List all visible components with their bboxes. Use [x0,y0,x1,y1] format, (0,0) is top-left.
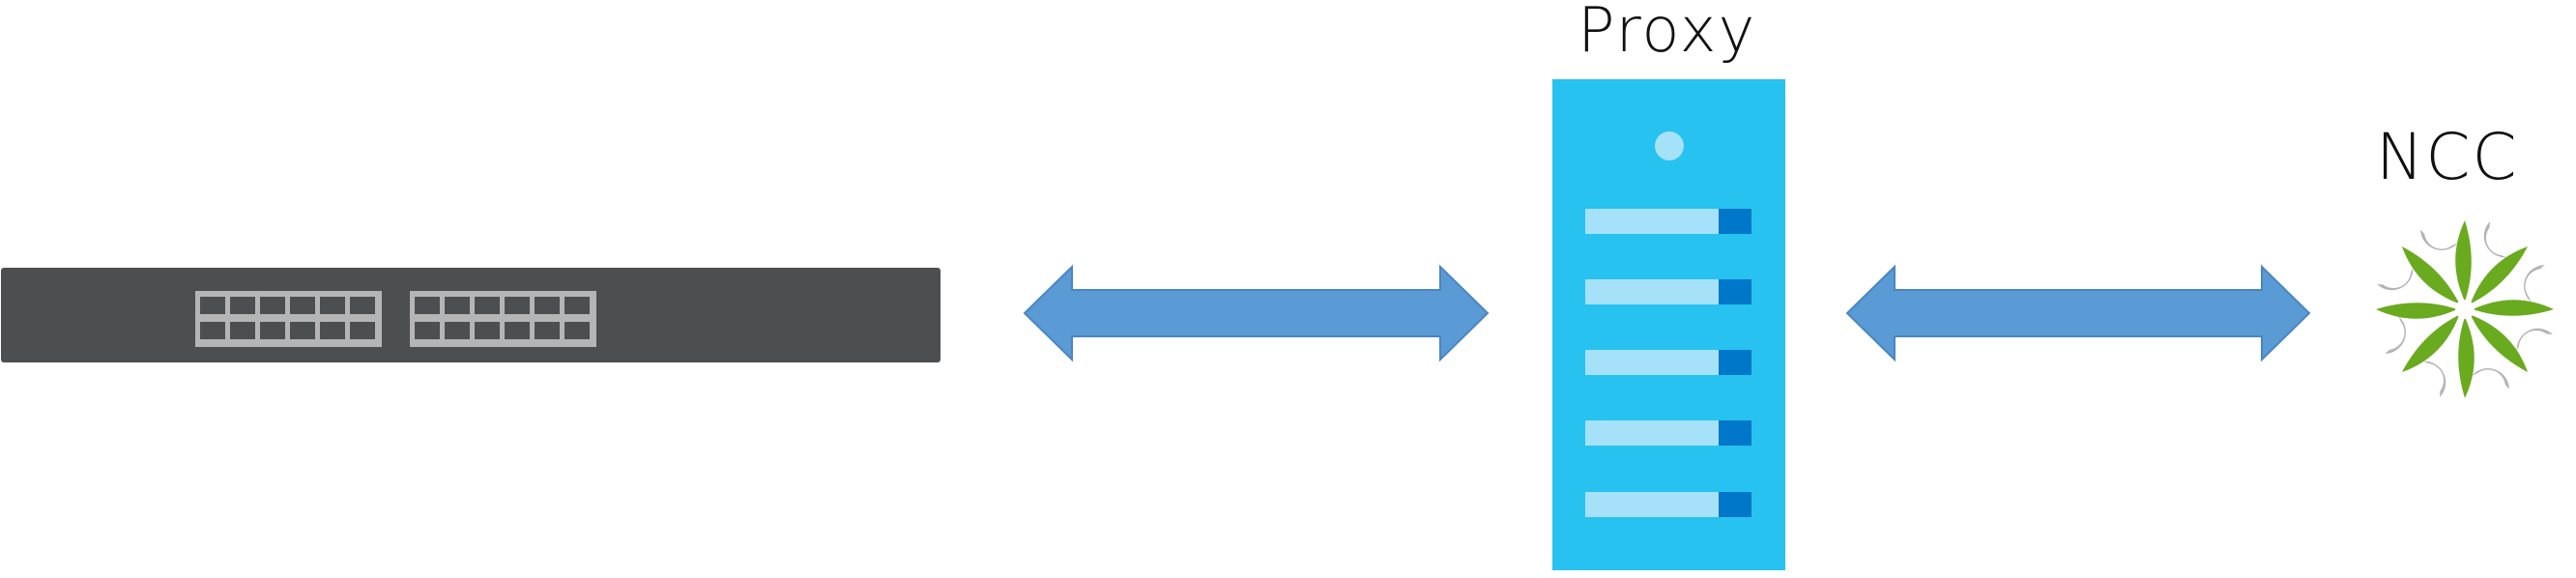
logo-green-blade [2376,303,2457,319]
switch-port [475,297,500,314]
switch-port [350,297,375,314]
logo-center [2455,300,2475,319]
bidirectional-arrow-right [1845,264,2311,362]
switch-port [505,297,530,314]
switch-port [475,322,500,339]
switch-port [564,322,590,339]
logo-gray-arc [2422,361,2446,397]
switch-port [260,322,285,339]
server-slots [1585,209,1751,517]
ncc-logo-icon [2376,220,2554,398]
switch-port [535,297,560,314]
logo-gray-arc [2420,229,2458,250]
switch-port [505,322,530,339]
switch-port [290,322,315,339]
proxy-label: Proxy [1577,0,1757,67]
switch-port-groups [195,291,596,347]
switch-port [564,297,590,314]
logo-gray-arc [2524,265,2545,303]
logo-gray-arc [2483,221,2507,258]
ncc-label: NCC [2376,120,2519,194]
network-switch-icon [1,268,941,362]
logo-green-blade [2470,246,2529,304]
switch-port [350,322,375,339]
logo-green-blade [2401,246,2460,304]
server-body [1552,79,1785,570]
switch-port [535,322,560,339]
switch-port [200,322,225,339]
switch-port [320,297,345,314]
switch-port [230,322,255,339]
logo-gray-arc [2472,368,2509,390]
logo-green-blade [2455,220,2472,302]
server-slot [1585,420,1751,446]
logo-gray-arc [2385,316,2406,354]
switch-port-group [195,291,382,347]
switch-port [445,322,470,339]
switch-port [230,297,255,314]
server-led [1655,131,1684,160]
switch-port [445,297,470,314]
logo-green-blade [2458,317,2475,398]
server-slot [1585,209,1751,234]
switch-port [415,322,440,339]
server-slot [1585,279,1751,304]
switch-port [260,297,285,314]
server-icon [1552,79,1785,570]
server-slot [1585,492,1751,517]
switch-port [415,297,440,314]
logo-gray-arc [2377,267,2414,291]
bidirectional-arrow-left [1023,264,1490,362]
switch-port-group [410,291,596,347]
switch-port [290,297,315,314]
logo-gray-arc [2516,328,2553,352]
logo-green-blade [2473,300,2554,316]
logo-green-blade [2401,314,2460,373]
server-slot [1585,350,1751,375]
switch-port [320,322,345,339]
switch-port [200,297,225,314]
logo-green-blade [2470,314,2529,373]
